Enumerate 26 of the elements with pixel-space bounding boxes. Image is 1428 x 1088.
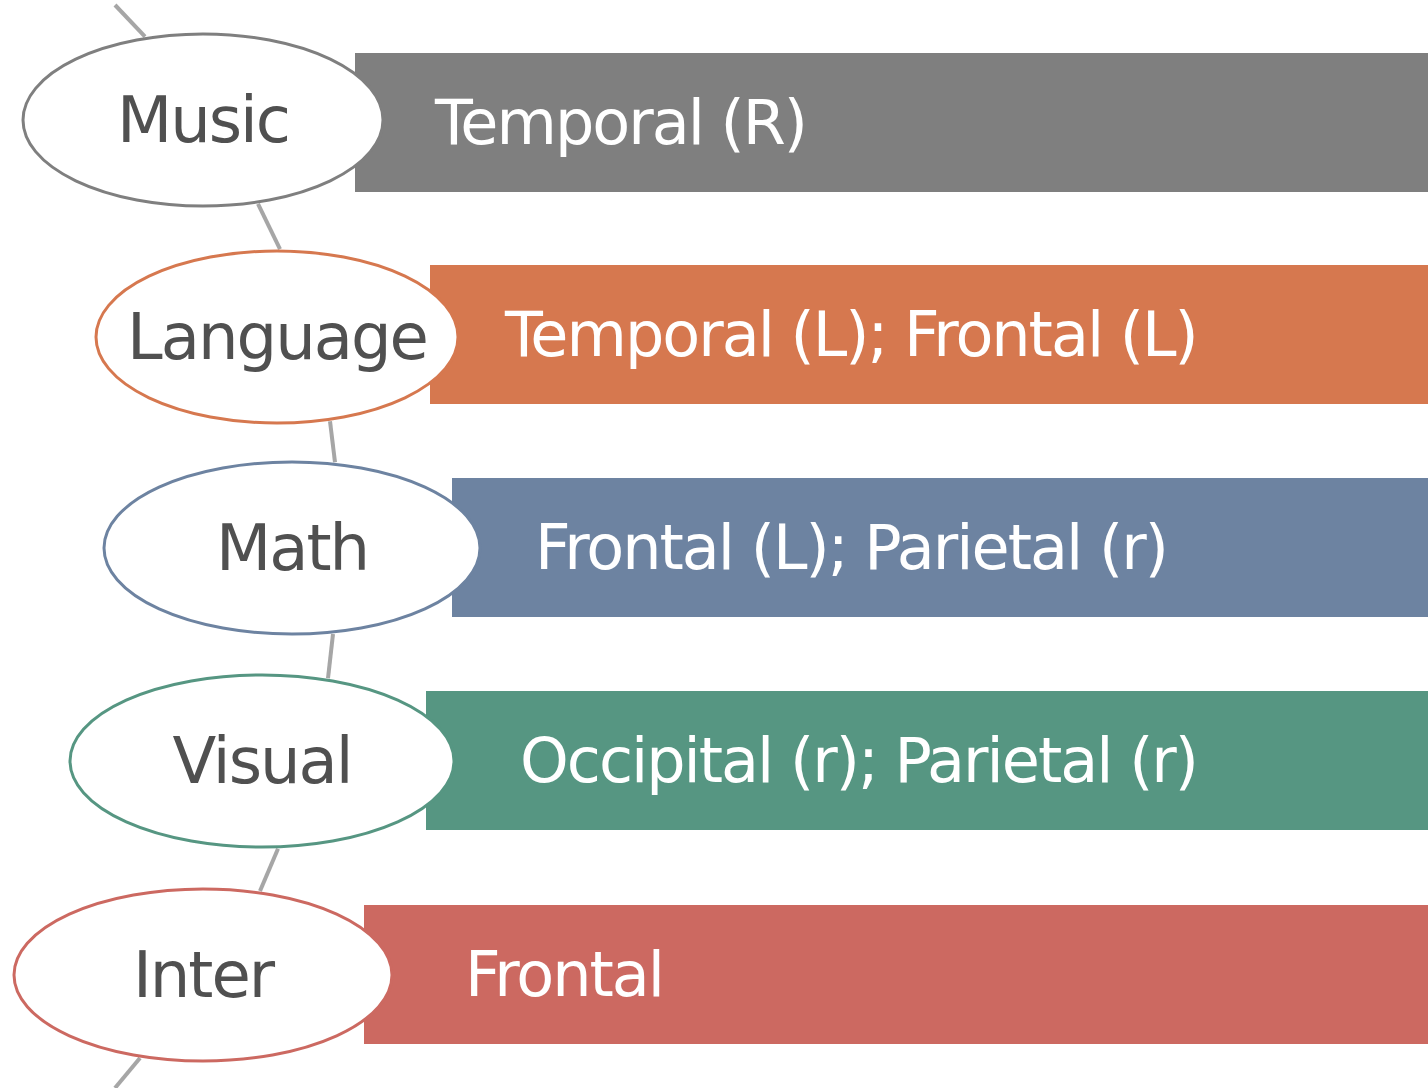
oval-shape [102, 460, 482, 636]
category-label: Music [116, 83, 290, 157]
category-label: Math [215, 511, 369, 585]
connector-line [113, 3, 147, 38]
oval-shape [12, 887, 394, 1063]
category-label: Visual [172, 724, 352, 798]
oval-shape [94, 249, 460, 425]
color-band [426, 691, 1428, 830]
connector-line [256, 203, 282, 250]
region-label: Occipital (r); Parietal (r) [520, 724, 1198, 797]
connector-line [328, 421, 337, 463]
connector-line [113, 1056, 142, 1088]
region-label: Frontal (L); Parietal (r) [535, 511, 1167, 584]
color-band [430, 265, 1428, 404]
category-label: Inter [132, 938, 274, 1012]
connector-line [258, 847, 280, 892]
category-label: Language [127, 300, 427, 374]
color-band [452, 478, 1428, 617]
oval-shape [68, 673, 456, 849]
color-band [364, 905, 1428, 1044]
oval-shape [21, 32, 385, 208]
region-label: Temporal (L); Frontal (L) [505, 298, 1197, 371]
color-band [355, 53, 1428, 192]
region-label: Frontal [465, 938, 664, 1011]
connector-line [326, 633, 335, 679]
region-label: Temporal (R) [435, 86, 807, 159]
